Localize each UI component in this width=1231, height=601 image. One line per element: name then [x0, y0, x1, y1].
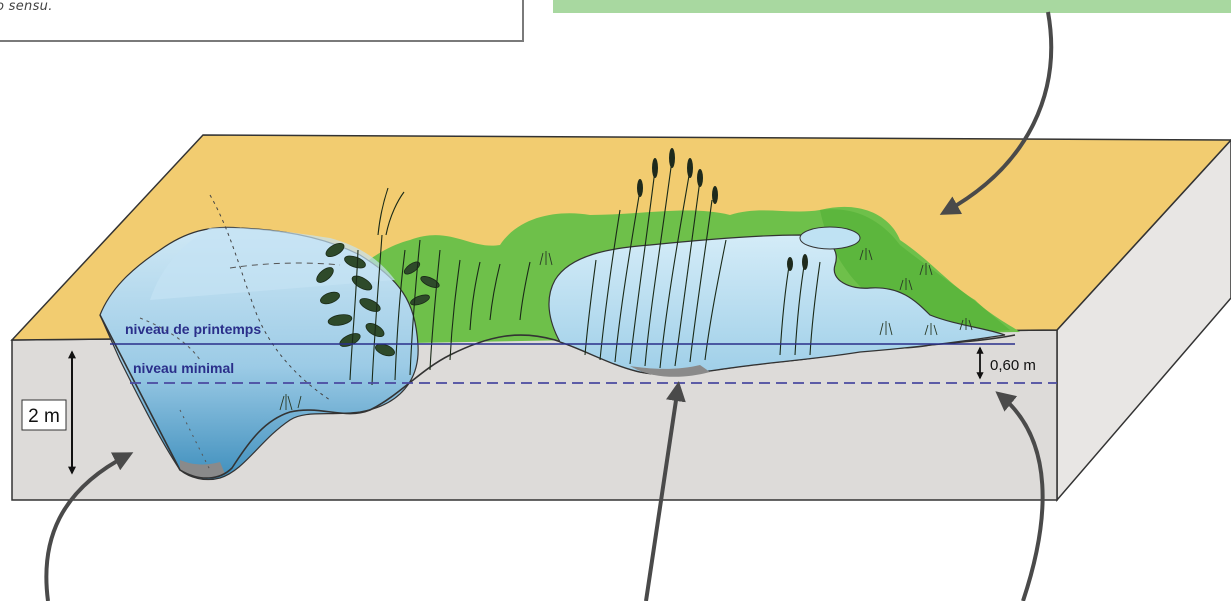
small-puddle: [800, 227, 860, 249]
spring-level-label: niveau de printemps: [125, 321, 261, 337]
depth-label-2m: 2 m: [28, 406, 60, 427]
depth-label-060m: 0,60 m: [990, 357, 1036, 374]
minimal-level-label: niveau minimal: [133, 360, 234, 376]
